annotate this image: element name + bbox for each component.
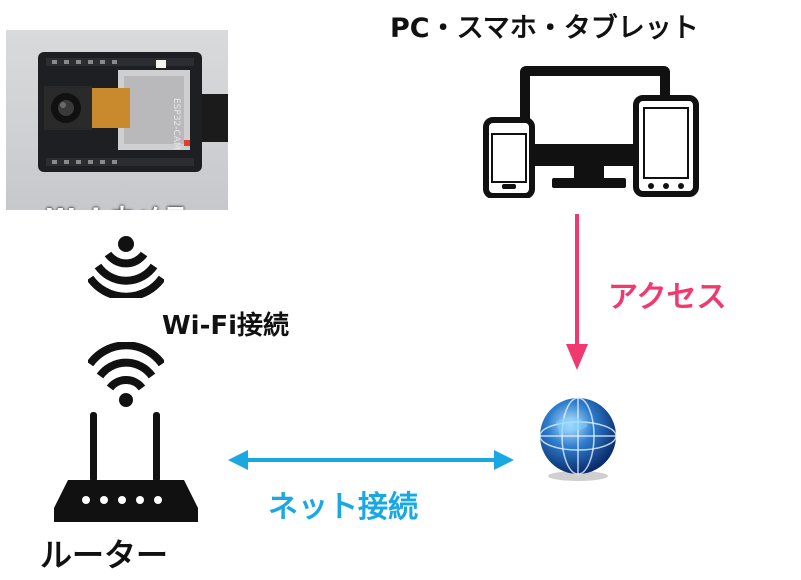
esp32-cam-board-icon: ESP32-CAM [38,52,228,172]
webcam-label: Webカメラ [6,198,228,210]
board-text: ESP32-CAM [171,98,181,150]
wifi-signal-up-icon [88,342,164,407]
webcam-photo: ESP32-CAM Webカメラ [6,30,228,210]
smartphone-icon [483,117,535,198]
network-label: ネット接続 [268,490,418,525]
devices-icon-group [483,66,699,198]
router-label: ルーター [40,536,169,574]
globe-icon [539,397,617,481]
network-connection-arrow [228,450,514,470]
router-icon [54,412,198,522]
access-label: アクセス [608,280,727,315]
devices-title: PC・スマホ・タブレット [390,13,699,44]
wifi-connection-label: Wi-Fi接続 [162,311,290,341]
tablet-icon [633,95,699,197]
access-arrow [566,214,588,370]
wifi-signal-down-icon [88,236,164,298]
